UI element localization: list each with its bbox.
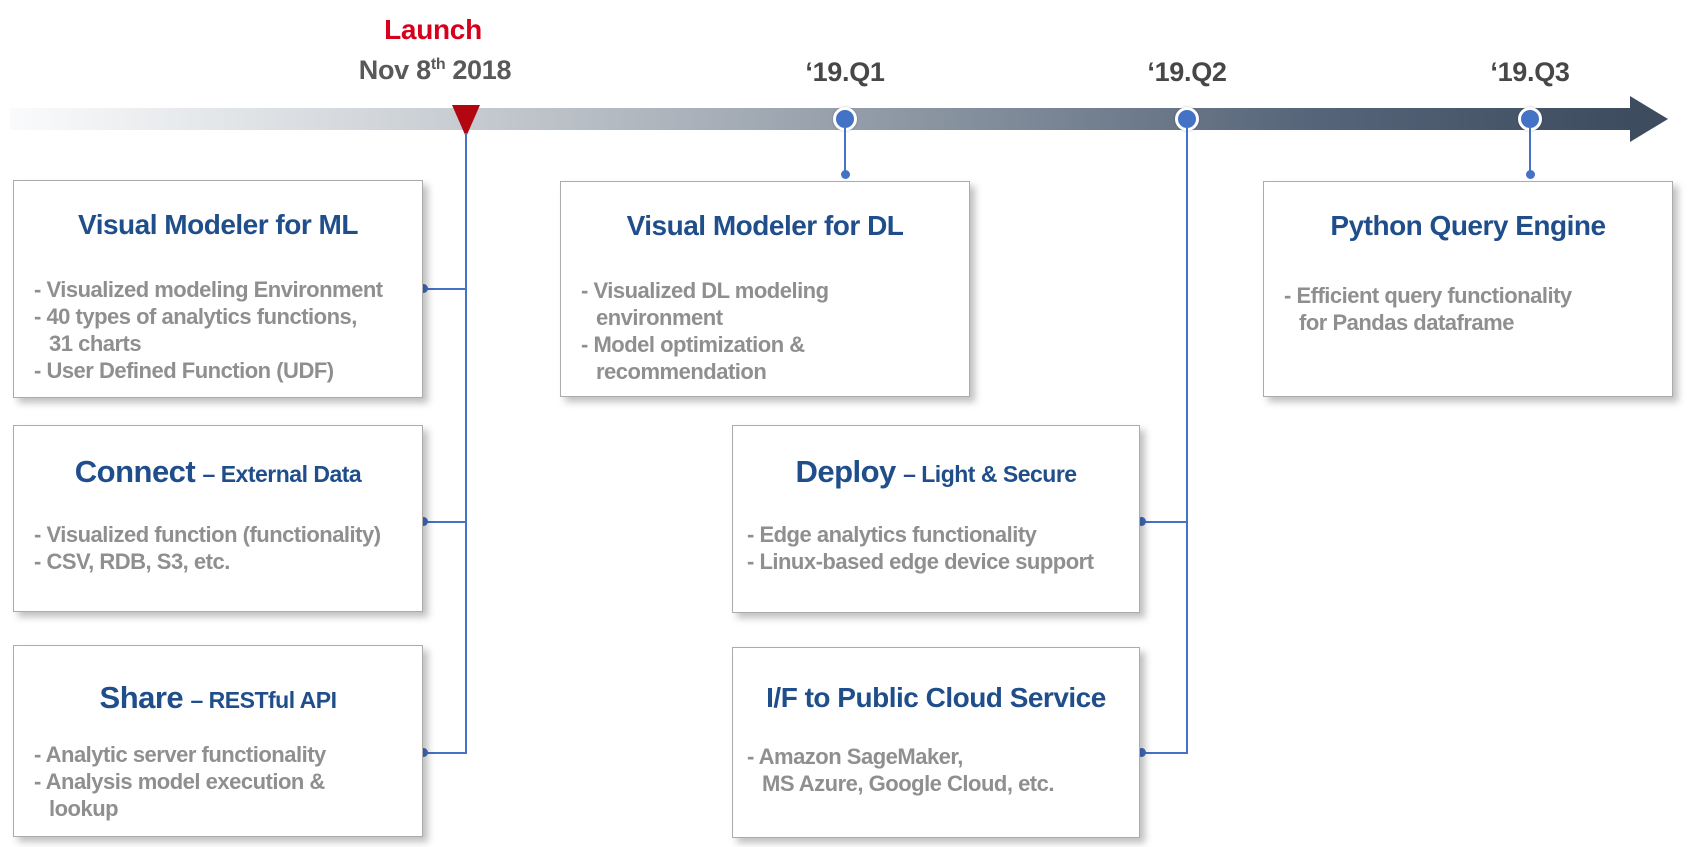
launch-date-day: Nov 8 [358,55,431,85]
bullet-line: - Efficient query functionality [1284,283,1572,308]
box-title: I/F to Public Cloud Service [766,682,1106,713]
connector-vertical-launch [465,133,467,754]
connector-horizontal-cloud-service [1141,752,1187,754]
connector-dot-icon [841,170,850,179]
bullet-line: - 40 types of analytics functions, [34,304,357,329]
bullet-line: - Analytic server functionality [34,742,326,767]
bullet-line: - Visualized modeling Environment [34,277,383,302]
connector-dot-icon [1137,517,1146,526]
connector-horizontal-deploy [1141,521,1187,523]
connector-vertical-q2 [1186,128,1188,754]
milestone-label-q2: ‘19.Q2 [1147,57,1227,87]
box-bullets: - Visualized modeling Environment - 40 t… [34,276,416,384]
launch-date-year: 2018 [452,55,512,85]
box-title-sub: – External Data [202,461,362,487]
box-title-sub: – RESTful API [190,687,337,713]
connector-dot-icon [1137,748,1146,757]
box-title-main: Deploy [795,454,896,489]
feature-box-visual-modeler-ml: Visual Modeler for ML - Visualized model… [13,180,423,398]
box-title-main: Share [99,680,184,715]
bullet-line: for Pandas dataframe [1299,310,1514,335]
launch-label: Launch [384,14,482,45]
box-bullets: - Amazon SageMaker, MS Azure, Google Clo… [747,743,1133,797]
connector-vertical-q1 [844,128,846,172]
launch-marker-icon [452,105,480,137]
connector-horizontal-share [423,752,467,754]
bullet-line: - CSV, RDB, S3, etc. [34,549,230,574]
box-bullets: - Efficient query functionality for Pand… [1284,282,1666,336]
box-title: Connect – External Data [14,454,422,490]
box-title-main: Connect [74,454,196,489]
box-title: Visual Modeler for DL [626,210,904,241]
box-title: Python Query Engine [1330,210,1606,241]
connector-dot-icon [1526,170,1535,179]
connector-horizontal-connect [423,521,466,523]
connector-dot-icon [419,517,428,526]
milestone-node-q1-icon [833,107,857,131]
bullet-line: lookup [49,796,119,821]
box-bullets: - Analytic server functionality - Analys… [34,741,416,822]
feature-box-share: Share – RESTful API - Analytic server fu… [13,645,423,837]
box-title: Share – RESTful API [14,680,422,716]
connector-horizontal-visual-modeler-ml [423,288,466,290]
feature-box-python-query-engine: Python Query Engine - Efficient query fu… [1263,181,1673,397]
feature-box-public-cloud-service: I/F to Public Cloud Service - Amazon Sag… [732,647,1140,838]
bullet-line: 31 charts [49,331,142,356]
connector-dot-icon [419,748,428,757]
bullet-line: - Visualized DL modeling [581,278,829,303]
feature-box-visual-modeler-dl: Visual Modeler for DL - Visualized DL mo… [560,181,970,397]
launch-date-label: Nov 8th 2018 [358,55,512,86]
bullet-line: recommendation [596,359,767,384]
bullet-line: MS Azure, Google Cloud, etc. [762,771,1054,796]
bullet-line: - Model optimization & [581,332,805,357]
box-bullets: - Visualized DL modeling environment - M… [581,277,963,385]
bullet-line: environment [596,305,723,330]
box-title: Deploy – Light & Secure [733,454,1139,490]
feature-box-connect: Connect – External Data - Visualized fun… [13,425,423,612]
timeline-arrowhead-icon [1630,96,1668,142]
feature-box-deploy: Deploy – Light & Secure - Edge analytics… [732,425,1140,613]
bullet-line: - Visualized function (functionality) [34,522,381,547]
bullet-line: - Edge analytics functionality [747,522,1037,547]
box-title-sub: – Light & Secure [903,461,1077,487]
launch-date-ordinal: th [430,56,446,73]
bullet-line: - User Defined Function (UDF) [34,358,334,383]
connector-vertical-q3 [1529,128,1531,172]
milestone-label-q1: ‘19.Q1 [805,57,885,87]
bullet-line: - Amazon SageMaker, [747,744,963,769]
connector-dot-icon [419,284,428,293]
bullet-line: - Analysis model execution & [34,769,325,794]
box-bullets: - Visualized function (functionality) - … [34,521,416,575]
timeline-bar [10,108,1632,130]
milestone-label-q3: ‘19.Q3 [1490,57,1570,87]
bullet-line: - Linux-based edge device support [747,549,1094,574]
box-title: Visual Modeler for ML [78,209,358,240]
box-bullets: - Edge analytics functionality - Linux-b… [747,521,1133,575]
